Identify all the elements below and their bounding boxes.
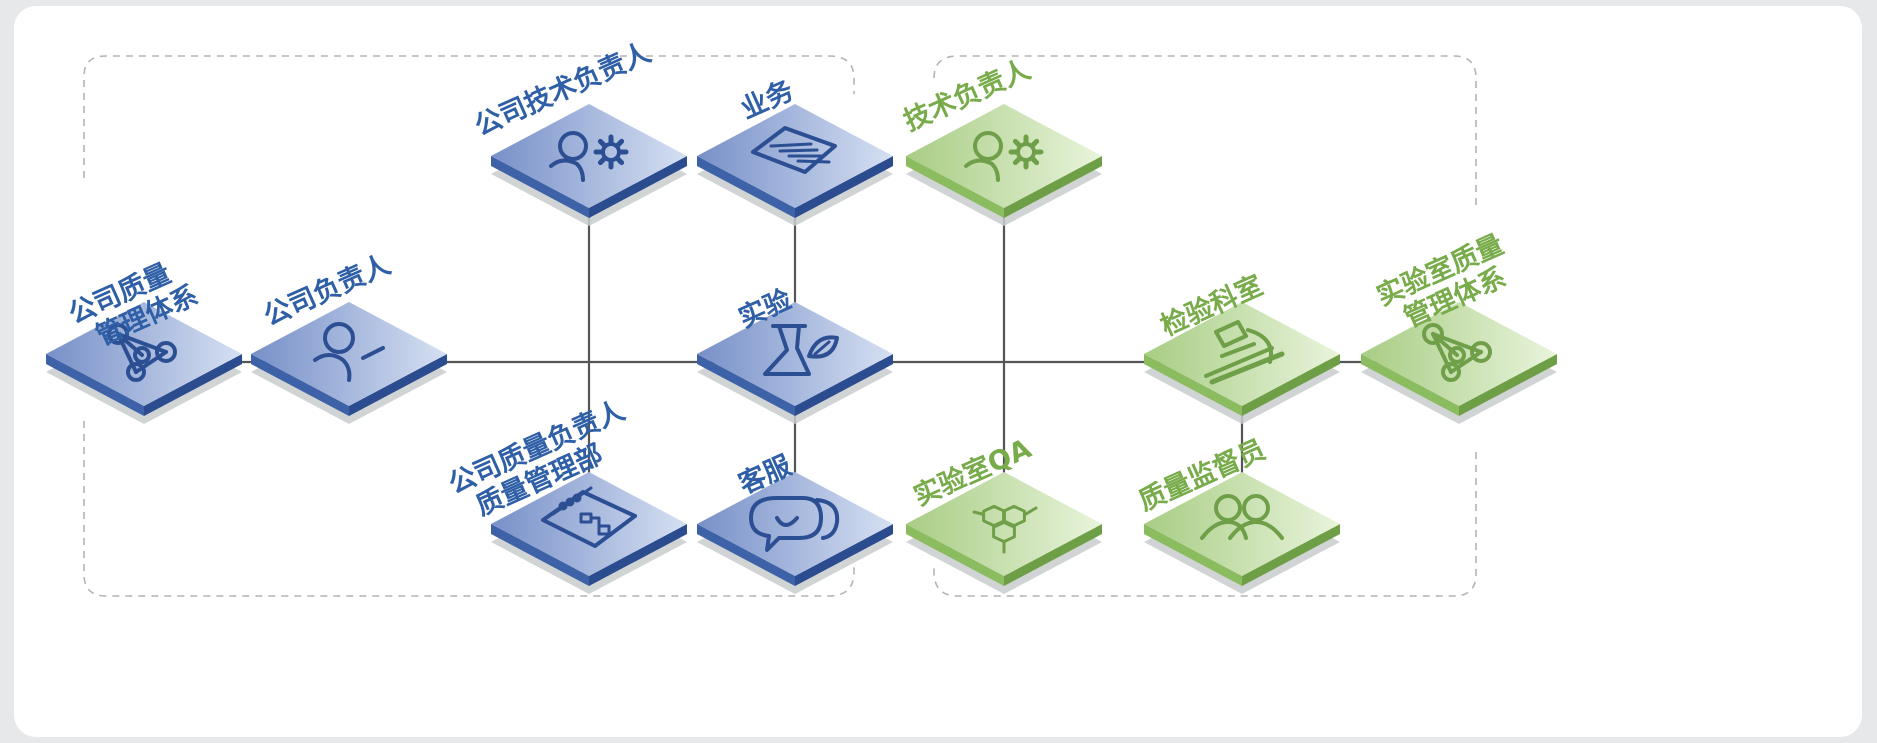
node-lab-qa: 实验室QA xyxy=(906,432,1102,594)
person-gear-icon xyxy=(964,131,1044,182)
node-business: 业务 xyxy=(697,75,893,226)
tile-side-left xyxy=(1144,354,1242,416)
microscope-icon xyxy=(1204,320,1285,385)
org-chart-diagram: 公司质量管理体系公司负责人公司技术负责人业务实验公司质量负责人质量管理部客服技术… xyxy=(46,37,1557,597)
region-border-lab xyxy=(933,55,1477,597)
tile-top xyxy=(1361,302,1557,406)
tile-top xyxy=(251,302,447,406)
tile-side-right xyxy=(1242,354,1340,416)
tile-top xyxy=(491,472,687,576)
tile-side-right xyxy=(795,156,893,218)
tile-top xyxy=(1144,302,1340,406)
tile-side-right xyxy=(589,524,687,586)
network-icon xyxy=(1422,323,1492,382)
node-inspection-dept: 检验科室 xyxy=(1144,269,1340,424)
tile-side-right xyxy=(1004,524,1102,586)
tile-side-right xyxy=(795,524,893,586)
tile-side-left xyxy=(906,524,1004,586)
tile-side-left xyxy=(906,156,1004,218)
tile-side-right xyxy=(1004,156,1102,218)
tile-top xyxy=(46,302,242,406)
molecule-icon xyxy=(972,504,1038,554)
node-corp-quality-head: 公司质量负责人质量管理部 xyxy=(444,395,687,594)
node-lab-qms: 实验室质量管理体系 xyxy=(1361,228,1557,424)
node-corp-qms: 公司质量管理体系 xyxy=(46,258,242,424)
node-corp-head: 公司负责人 xyxy=(251,249,447,424)
document-icon xyxy=(751,126,837,174)
tile-top xyxy=(906,104,1102,208)
node-experiment: 实验 xyxy=(697,283,893,424)
tile-side-left xyxy=(1144,524,1242,586)
tile-top xyxy=(491,104,687,208)
people-icon xyxy=(1200,494,1284,540)
tile-side-left xyxy=(697,354,795,416)
tile-side-left xyxy=(697,156,795,218)
tile-side-right xyxy=(1459,354,1557,416)
node-tech-head: 技术负责人 xyxy=(899,54,1102,226)
tile-top xyxy=(697,472,893,576)
tile-side-right xyxy=(589,156,687,218)
flask-leaf-icon xyxy=(763,324,839,376)
tile-side-right xyxy=(795,354,893,416)
node-quality-supervisor: 质量监督员 xyxy=(1134,434,1340,594)
tile-side-left xyxy=(491,524,589,586)
person-icon xyxy=(313,322,385,382)
network-icon xyxy=(107,323,177,382)
browser-flowchart-icon xyxy=(541,486,637,548)
chat-bubbles-icon xyxy=(749,496,840,552)
tile-side-left xyxy=(251,354,349,416)
person-gear-icon xyxy=(549,131,629,182)
tile-side-left xyxy=(491,156,589,218)
tile-side-left xyxy=(697,524,795,586)
tile-side-right xyxy=(1242,524,1340,586)
diagram-canvas: 公司质量管理体系公司负责人公司技术负责人业务实验公司质量负责人质量管理部客服技术… xyxy=(14,6,1862,737)
region-border-corporate xyxy=(83,55,855,597)
tile-side-left xyxy=(1361,354,1459,416)
tile-side-left xyxy=(46,354,144,416)
tile-top xyxy=(697,302,893,406)
tile-side-right xyxy=(144,354,242,416)
tile-side-right xyxy=(349,354,447,416)
node-corp-tech-head: 公司技术负责人 xyxy=(470,37,687,226)
